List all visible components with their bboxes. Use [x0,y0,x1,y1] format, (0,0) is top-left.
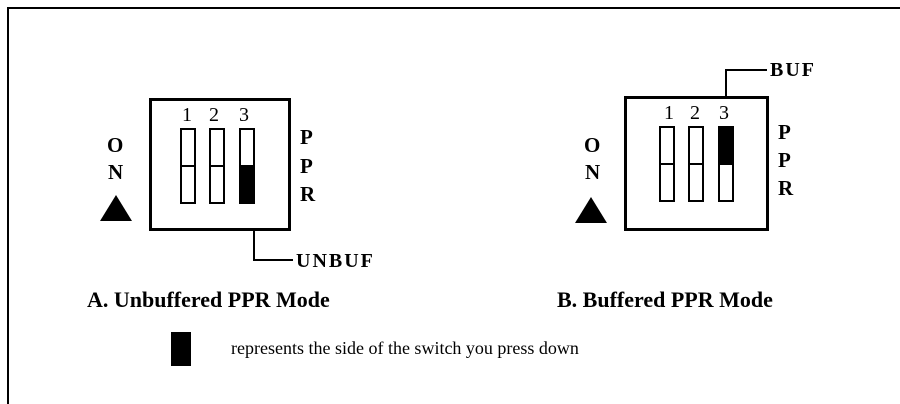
ppr-letter-p1: P [300,125,313,149]
caption-b: B. Buffered PPR Mode [557,287,773,312]
ppr-letter-r: R [778,176,794,200]
dip-switch-housing: 1 2 3 [624,96,769,231]
frame-left-border [7,7,9,404]
dip-switch-2 [209,128,225,204]
buf-leader-horizontal [725,69,767,71]
pressed-side-upper [720,128,732,165]
unbuf-leader-vertical [253,231,255,261]
pressed-side-legend-swatch [171,332,191,366]
dip-switch-3 [239,128,255,204]
switch-number-2: 2 [690,102,700,124]
switch-number-3: 3 [719,102,729,124]
dip-switch-1 [659,126,675,202]
switch-number-1: 1 [182,104,192,126]
dip-switch-2 [688,126,704,202]
dip-switch-1 [180,128,196,204]
buf-callout-label: BUF [770,59,816,81]
on-letter-n: N [585,160,601,184]
switch-number-1: 1 [664,102,674,124]
unbuf-callout-label: UNBUF [296,250,375,272]
ppr-letter-p2: P [778,148,791,172]
frame-top-border [7,7,900,9]
ppr-letter-r: R [300,182,316,206]
buf-leader-vertical [725,69,727,96]
switch-number-2: 2 [209,104,219,126]
ppr-letter-p1: P [778,120,791,144]
unbuf-leader-horizontal [253,259,293,261]
caption-a: A. Unbuffered PPR Mode [87,287,330,312]
on-direction-arrow-icon [100,195,132,221]
on-letter-o: O [584,133,601,157]
on-direction-arrow-icon [575,197,607,223]
on-letter-n: N [108,160,124,184]
switch-number-3: 3 [239,104,249,126]
dip-switch-housing: 1 2 3 [149,98,291,231]
ppr-letter-p2: P [300,154,313,178]
on-letter-o: O [107,133,124,157]
dip-switch-3 [718,126,734,202]
pressed-side-lower [241,165,253,202]
legend-text: represents the side of the switch you pr… [231,338,579,358]
